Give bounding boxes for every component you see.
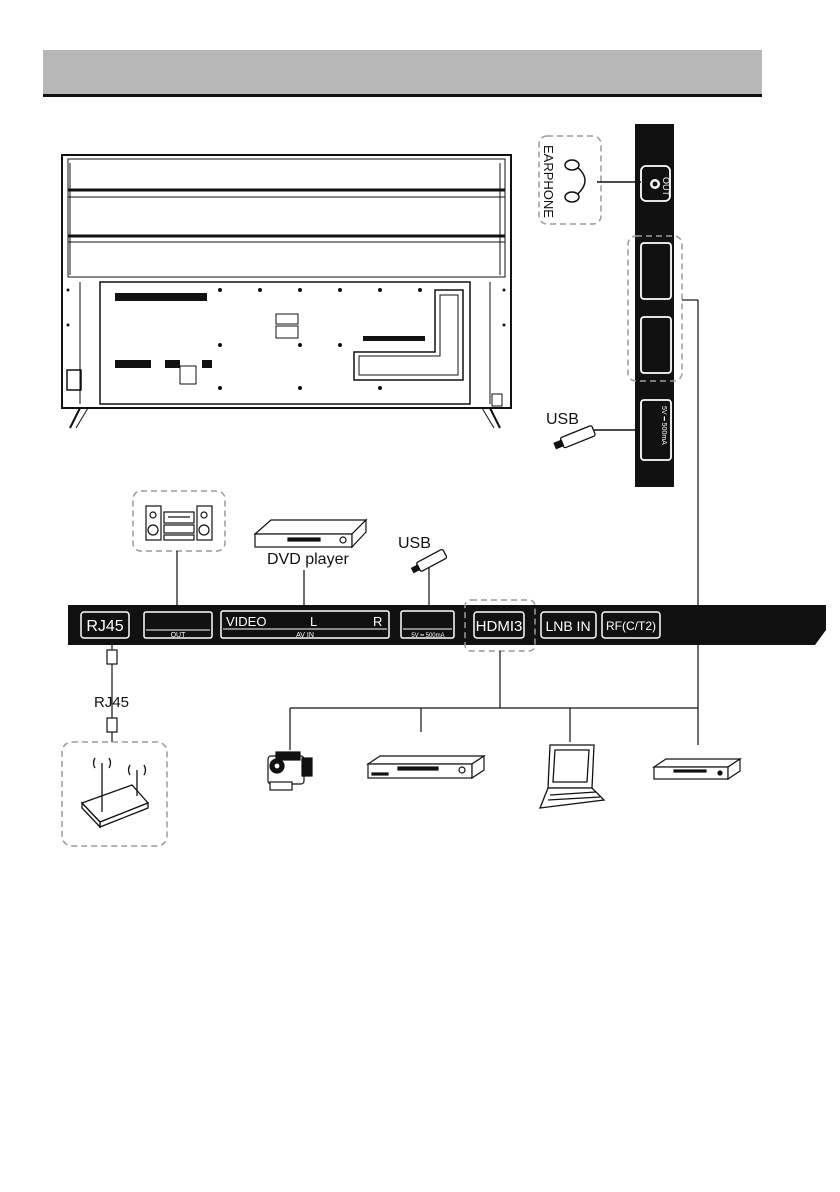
av-in-caption: AV IN [296, 632, 314, 639]
audio-left-label: L [310, 614, 317, 629]
usb-stick-icon [553, 425, 596, 451]
out-caption: OUT [171, 632, 187, 639]
bottom-usb-label: USB [398, 535, 431, 552]
video-label: VIDEO [226, 614, 266, 629]
side-usb-label: USB [546, 411, 579, 428]
dvd-player-icon [255, 520, 366, 547]
set-top-box-icon [368, 756, 484, 778]
earphone-label: EARPHONE [541, 145, 556, 218]
rj45-port-label: RJ45 [86, 618, 123, 635]
camcorder-icon [268, 752, 312, 790]
tv-rear-view [62, 155, 511, 428]
lnb-in-label: LNB IN [545, 618, 590, 634]
bottom-usb-rating: 5V ━ 500mA [411, 633, 444, 639]
stereo-icon [146, 506, 212, 540]
audio-right-label: R [373, 614, 382, 629]
side-usb-rating: 5V ━ 500mA [660, 406, 667, 445]
rj45-cable-label: RJ45 [94, 694, 129, 711]
rf-port-label: RF(C/T2) [606, 619, 656, 633]
dvd-player-label: DVD player [267, 551, 349, 568]
laptop-icon [540, 745, 604, 808]
hdmi3-port-label: HDMI3 [476, 618, 523, 635]
earphone-icon [565, 160, 585, 202]
blu-ray-player-icon [654, 759, 740, 779]
router-icon [82, 758, 148, 827]
side-out-label: OUT [661, 177, 671, 197]
